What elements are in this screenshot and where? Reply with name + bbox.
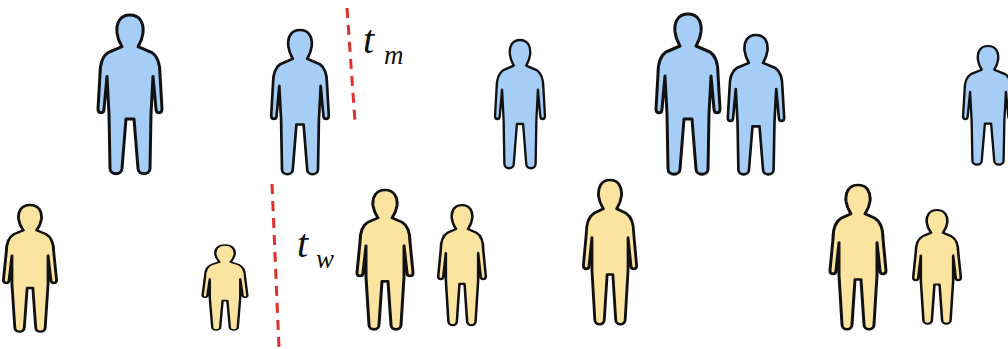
man-figure: [98, 15, 162, 174]
woman-figure: [830, 185, 886, 329]
time-symbol: t: [363, 20, 374, 60]
time-symbol: t: [297, 224, 308, 264]
woman-figure: [583, 180, 636, 324]
woman-figure: [438, 205, 486, 325]
man-figure: [728, 35, 784, 174]
woman-figure: [3, 205, 56, 332]
subscript: m: [384, 42, 404, 69]
woman-figure: [357, 190, 413, 329]
threshold-line: [272, 184, 279, 348]
man-figure: [271, 30, 329, 174]
woman-figure: [203, 245, 248, 330]
man-figure: [656, 14, 720, 174]
man-figure: [495, 40, 545, 168]
subscript: w: [316, 246, 334, 273]
threshold-line: [347, 8, 355, 122]
woman-figure: [913, 210, 961, 324]
man-figure: [963, 46, 1008, 165]
